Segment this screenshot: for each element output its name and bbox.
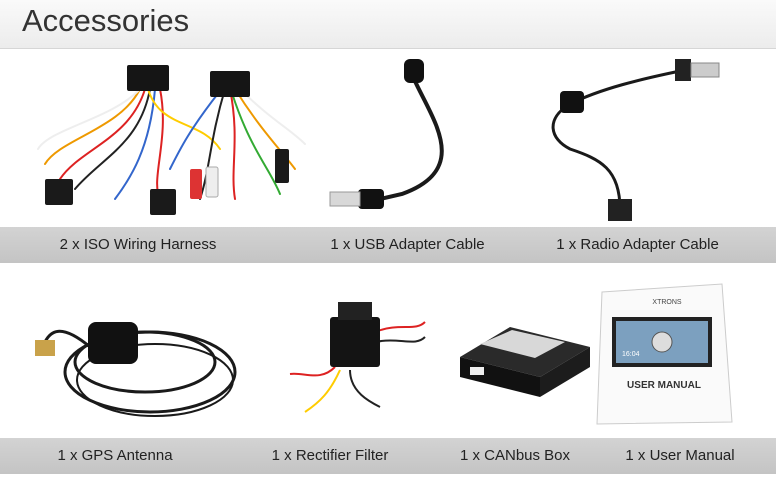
radio-adapter-cable-image (540, 49, 740, 227)
caption-rectifier-filter: 1 x Rectifier Filter (271, 447, 389, 464)
accessories-row-1 (0, 49, 776, 227)
caption-usb-adapter-cable: 1 x USB Adapter Cable (330, 236, 485, 253)
caption-user-manual: 1 x User Manual (625, 447, 735, 464)
page-title: Accessories (22, 3, 190, 38)
caption-radio-adapter-cable: 1 x Radio Adapter Cable (556, 236, 719, 253)
iso-wiring-harness-image (20, 49, 320, 227)
gps-antenna-image (20, 262, 240, 437)
page-header: Accessories (0, 0, 776, 49)
caption-band-row-2: 1 x GPS Antenna 1 x Rectifier Filter 1 x… (0, 438, 776, 474)
manual-screen-time: 16:04 (622, 351, 640, 358)
caption-band-row-1: 2 x ISO Wiring Harness 1 x USB Adapter C… (0, 227, 776, 263)
rectifier-filter-image (250, 262, 440, 437)
caption-canbus-box: 1 x CANbus Box (459, 447, 571, 464)
canbus-box-image (450, 262, 600, 437)
user-manual-image: XTRONS 16:04 USER MANUAL (592, 262, 742, 437)
caption-iso-wiring-harness: 2 x ISO Wiring Harness (59, 236, 217, 253)
accessories-row-2: XTRONS 16:04 USER MANUAL (0, 262, 776, 437)
manual-title-text: USER MANUAL (627, 380, 701, 391)
usb-adapter-cable-image (322, 49, 492, 227)
caption-gps-antenna: 1 x GPS Antenna (57, 447, 173, 464)
manual-brand-text: XTRONS (652, 299, 682, 306)
